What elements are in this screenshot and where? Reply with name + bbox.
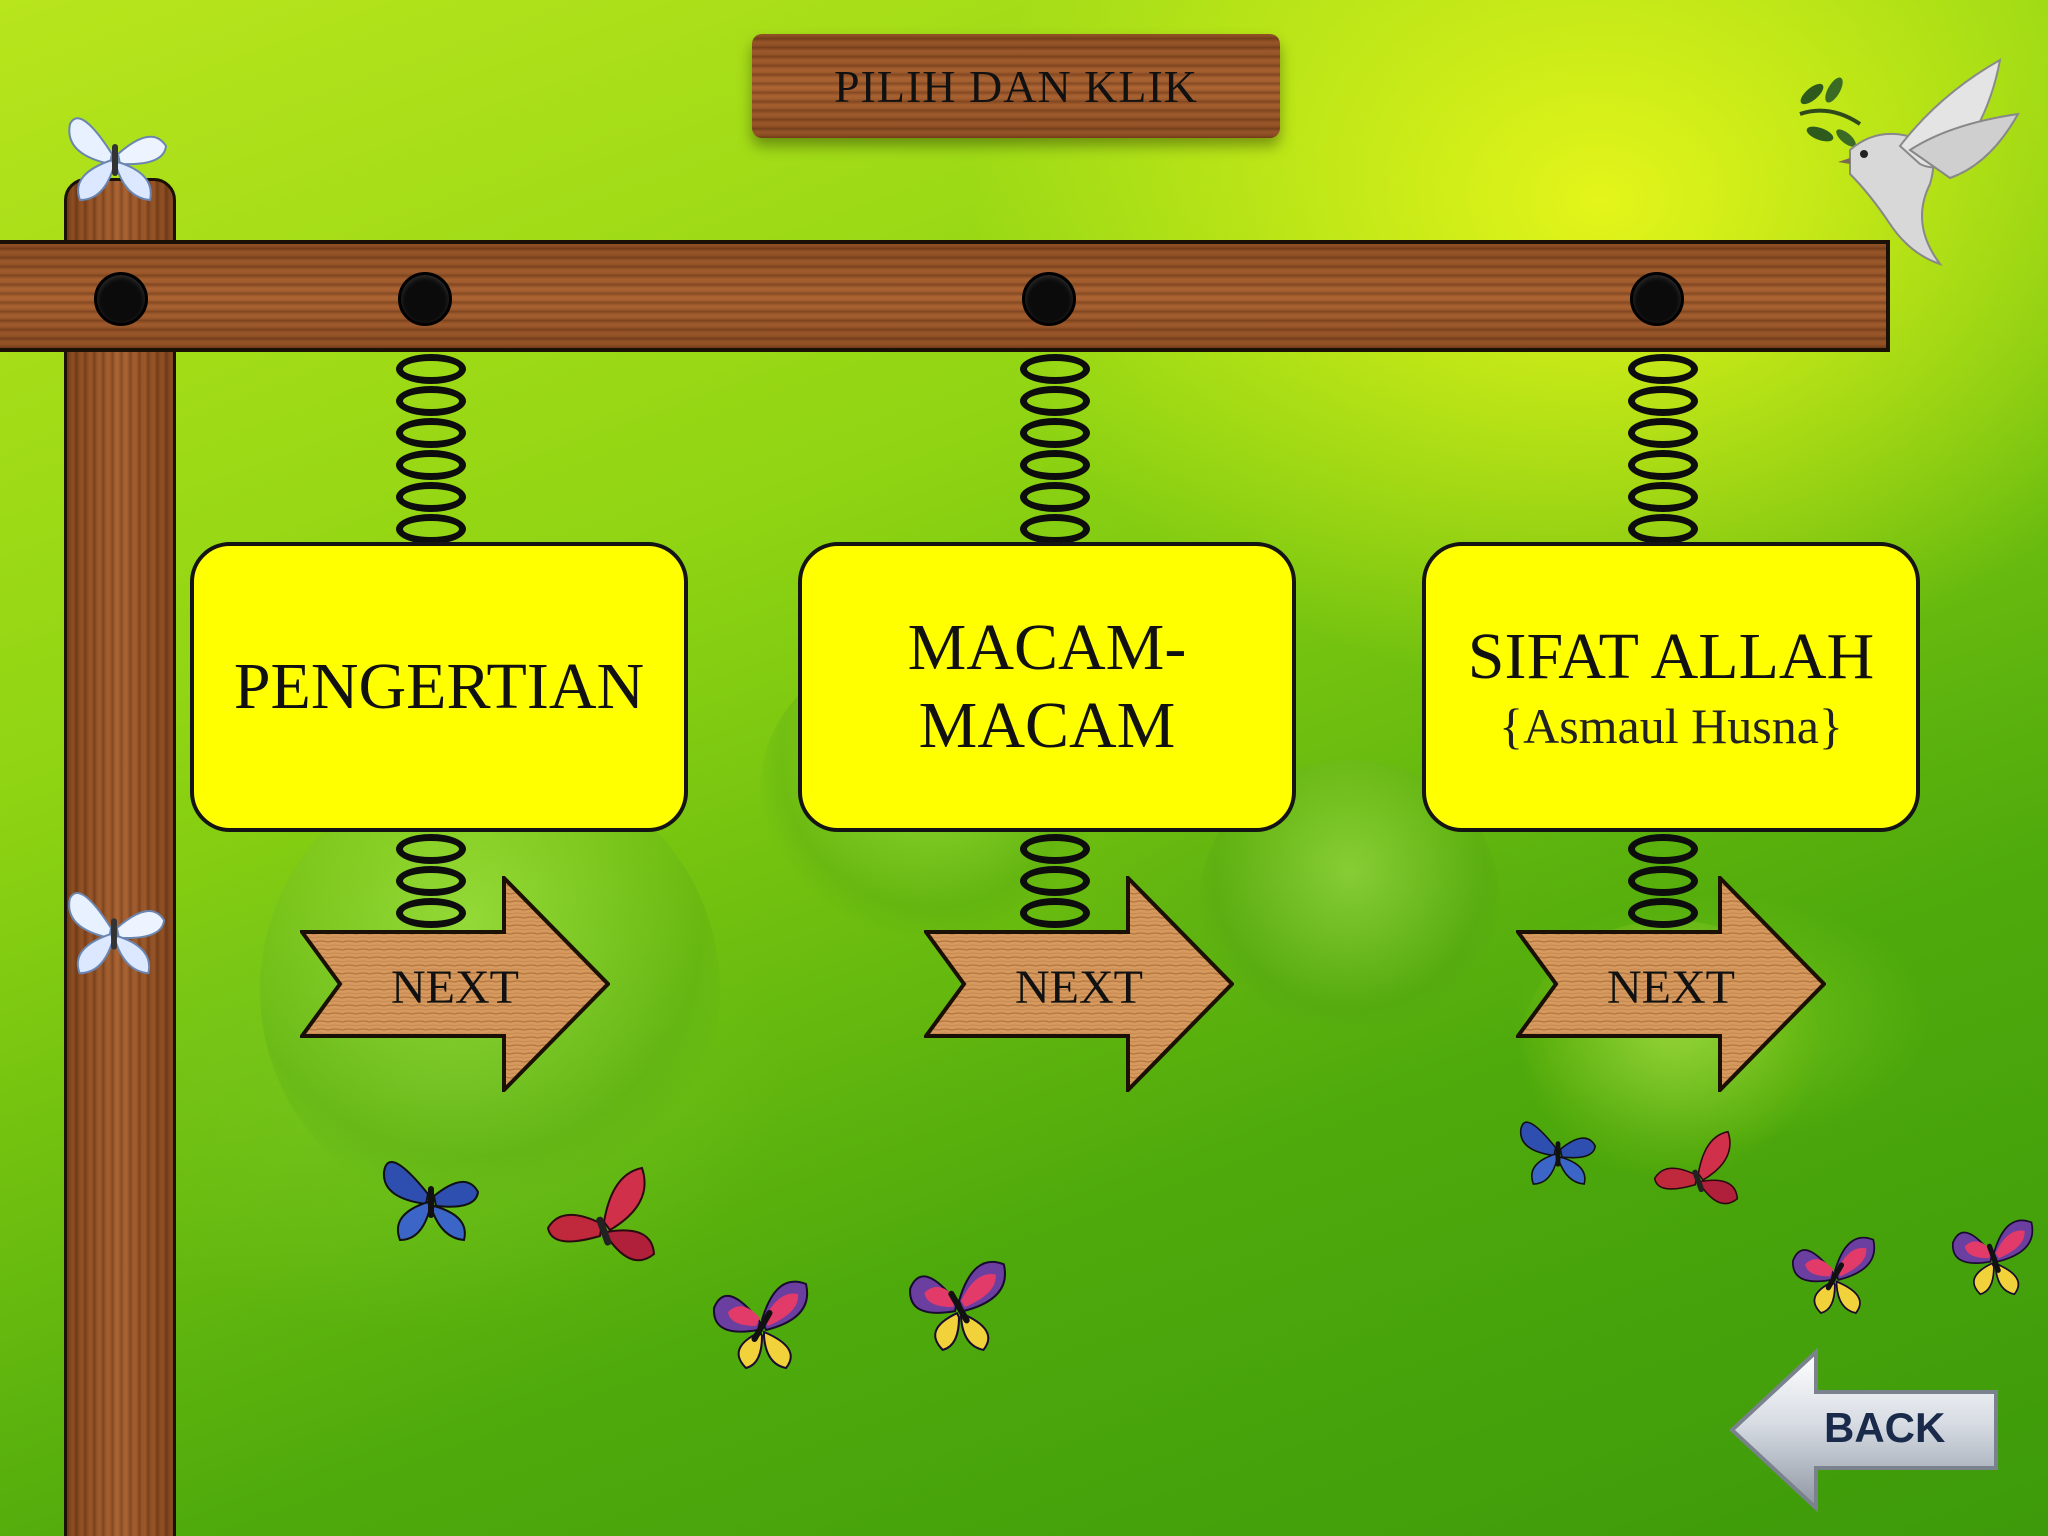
page-title: PILIH DAN KLIK [833,60,1199,112]
wood-arrow-icon [298,873,611,1095]
blue-butterfly-icon [382,1161,480,1242]
menu-card-sublabel: {Asmaul Husna} [1499,698,1843,754]
next-button-macam-macam[interactable]: NEXT [922,873,1235,1095]
bolt-icon [94,272,148,326]
bolt-icon [398,272,452,326]
back-button[interactable]: BACK [1728,1347,2000,1513]
purple-butterfly-icon [1792,1236,1876,1314]
back-arrow-icon [1729,1347,1998,1513]
menu-card-label: PENGERTIAN [233,650,645,723]
menu-card-sifat-allah[interactable]: SIFAT ALLAH {Asmaul Husna} [1422,542,1920,832]
spring-icon [1628,354,1698,546]
spring-icon [1020,354,1090,546]
dove-icon [1799,58,2020,266]
title-sign: PILIH DAN KLIK [752,34,1280,138]
purple-butterfly-icon [1951,1219,2034,1296]
spring-icon [1628,834,1698,930]
spring-icon [396,834,466,930]
spring-icon [1020,834,1090,930]
bolt-icon [1630,272,1684,326]
bolt-icon [1022,272,1076,326]
menu-card-pengertian[interactable]: PENGERTIAN [190,542,688,832]
red-butterfly-icon [546,1166,656,1262]
next-label: NEXT [1015,961,1143,1014]
blue-butterfly-icon [1519,1121,1597,1185]
spring-icon [396,354,466,546]
white-butterfly-icon [68,117,168,202]
next-label: NEXT [1607,961,1735,1014]
back-label: BACK [1824,1404,1946,1451]
red-butterfly-icon [1653,1130,1739,1205]
next-button-pengertian[interactable]: NEXT [298,873,611,1095]
menu-card-macam-macam[interactable]: MACAM- MACAM [798,542,1296,832]
menu-card-label: MACAM [918,689,1176,762]
purple-butterfly-icon [712,1280,809,1370]
menu-card-label: SIFAT ALLAH [1467,620,1875,693]
menu-card-label: MACAM- [907,611,1187,684]
next-label: NEXT [391,961,519,1014]
wood-arrow-icon [922,873,1235,1095]
wooden-beam [0,240,1890,352]
wood-arrow-icon [1514,873,1827,1095]
purple-butterfly-icon [909,1260,1006,1351]
next-button-sifat-allah[interactable]: NEXT [1514,873,1827,1095]
white-butterfly-icon [68,892,166,975]
wooden-post [64,178,176,1536]
